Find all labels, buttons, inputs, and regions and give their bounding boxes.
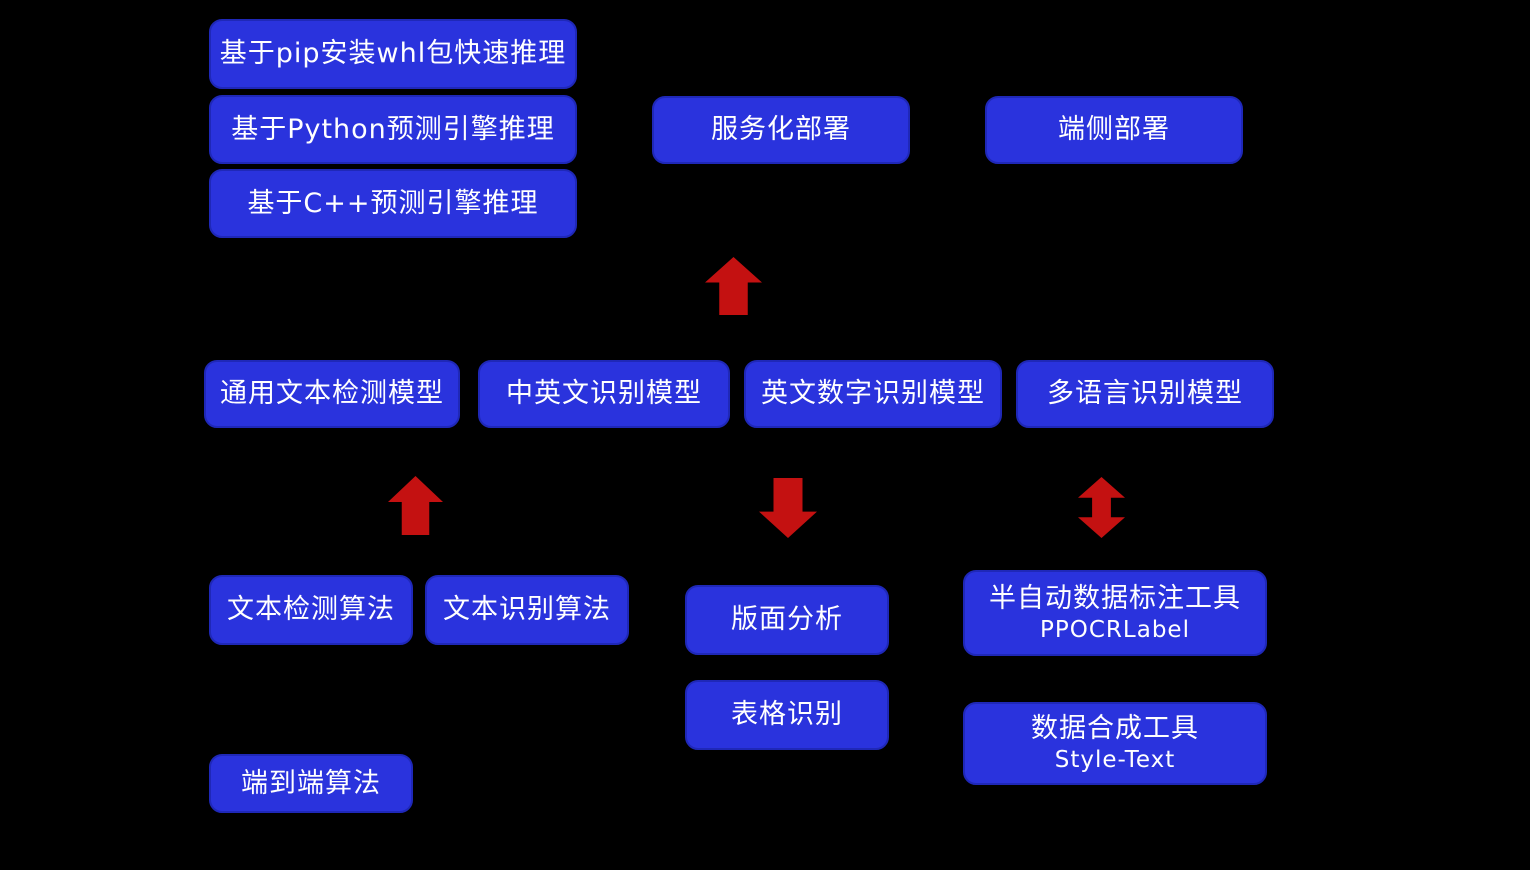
node-label: 文本检测算法	[227, 594, 395, 626]
node-multilingual-recognition-model: 多语言识别模型	[1016, 360, 1274, 428]
node-label: 表格识别	[731, 699, 843, 731]
node-label: 中英文识别模型	[506, 378, 702, 410]
node-text-recognition-algorithm: 文本识别算法	[425, 575, 629, 645]
node-label: 端到端算法	[241, 767, 381, 799]
node-general-text-detection-model: 通用文本检测模型	[204, 360, 460, 428]
node-layout-analysis: 版面分析	[685, 585, 889, 655]
down-arrow-models-to-document	[759, 478, 817, 538]
node-label: 数据合成工具	[1031, 713, 1199, 745]
node-label: 端侧部署	[1058, 114, 1170, 146]
node-serving-deployment: 服务化部署	[652, 96, 910, 164]
node-chinese-english-recognition-model: 中英文识别模型	[478, 360, 730, 428]
node-label: 英文数字识别模型	[761, 378, 985, 410]
node-ppocrlabel-annotation-tool: 半自动数据标注工具 PPOCRLabel	[963, 570, 1267, 656]
node-label: 基于C++预测引擎推理	[247, 187, 539, 219]
node-label: 通用文本检测模型	[220, 378, 444, 410]
node-cpp-engine-inference: 基于C++预测引擎推理	[209, 169, 577, 238]
node-label: 服务化部署	[711, 114, 851, 146]
node-label: 文本识别算法	[443, 594, 611, 626]
node-label: 基于Python预测引擎推理	[231, 113, 555, 145]
node-sublabel: PPOCRLabel	[1040, 616, 1190, 643]
node-pip-whl-inference: 基于pip安装whl包快速推理	[209, 19, 577, 89]
node-style-text-synthesis-tool: 数据合成工具 Style-Text	[963, 702, 1267, 785]
up-arrow-models-to-deployment	[705, 257, 762, 315]
node-label: 多语言识别模型	[1047, 378, 1243, 410]
node-edge-deployment: 端侧部署	[985, 96, 1243, 164]
node-table-recognition: 表格识别	[685, 680, 889, 750]
node-end-to-end-algorithm: 端到端算法	[209, 754, 413, 813]
node-english-digit-recognition-model: 英文数字识别模型	[744, 360, 1002, 428]
node-label: 基于pip安装whl包快速推理	[219, 38, 567, 70]
node-label: 半自动数据标注工具	[989, 582, 1241, 614]
double-arrow-models-and-tools	[1078, 477, 1125, 538]
node-text-detection-algorithm: 文本检测算法	[209, 575, 413, 645]
up-arrow-algorithms-to-models	[388, 476, 443, 535]
node-sublabel: Style-Text	[1054, 747, 1176, 774]
node-python-engine-inference: 基于Python预测引擎推理	[209, 95, 577, 164]
node-label: 版面分析	[731, 604, 843, 636]
